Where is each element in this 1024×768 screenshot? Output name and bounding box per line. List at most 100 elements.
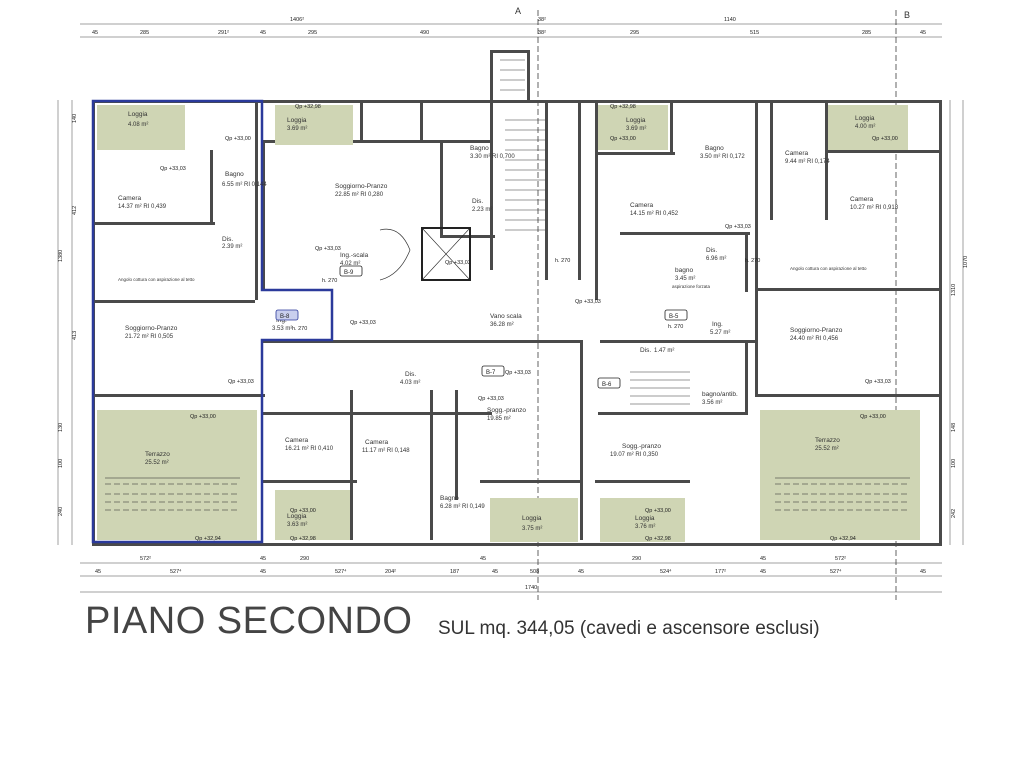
room-area-dis-2: 2.23 m² bbox=[472, 207, 492, 213]
room-area-terrazzo-w: 25.52 m² bbox=[145, 460, 169, 466]
level-mark: Qp +33,03 bbox=[350, 320, 376, 326]
room-name-loggia-s1: Loggia bbox=[287, 513, 307, 520]
room-area-ing-scala: 4.02 m² bbox=[340, 261, 360, 267]
room-name-bagno-1: Bagno bbox=[225, 171, 244, 178]
notes: Angolo cottura con aspirazione al tetto … bbox=[118, 266, 867, 289]
level-mark: Qp +33,03 bbox=[160, 166, 186, 172]
level-mark: Qp +33,03 bbox=[865, 379, 891, 385]
dim-bottom-1-2: 290 bbox=[300, 556, 309, 562]
dim-top-10: 45 bbox=[920, 30, 926, 36]
room-area-bagno-2: 3.30 m² RI 0,700 bbox=[470, 154, 515, 160]
dim-top-9: 285 bbox=[862, 30, 871, 36]
level-mark: Qp +32,98 bbox=[645, 536, 671, 542]
loggia-n2 bbox=[598, 105, 668, 150]
room-name-dis-4: Dis. bbox=[706, 247, 717, 254]
room-name-dis-3: Dis. bbox=[405, 371, 416, 378]
room-area-bagno-5: 3.45 m² bbox=[675, 276, 695, 282]
dim-top-total-left: 1406² bbox=[290, 17, 304, 23]
level-mark: Qp +32,98 bbox=[295, 104, 321, 110]
dim-left-0: 140 bbox=[72, 114, 78, 123]
dim-top-4: 295 bbox=[308, 30, 317, 36]
room-name-loggia-s3: Loggia bbox=[635, 515, 655, 522]
level-mark: Qp +33,03 bbox=[725, 224, 751, 230]
dim-top-0: 45 bbox=[92, 30, 98, 36]
room-area-sogg-b6: 19.07 m² RI 0,350 bbox=[610, 452, 659, 458]
dim-top-7: 295 bbox=[630, 30, 639, 36]
room-name-camera-ne2: Camera bbox=[850, 196, 874, 203]
room-name-bagno-3: Bagno bbox=[440, 495, 459, 502]
level-mark: Qp +33,03 bbox=[228, 379, 254, 385]
dim-bottom-2-1: 527⁴ bbox=[170, 568, 182, 575]
dim-bottom-2-2: 45 bbox=[260, 569, 266, 575]
level-mark: Qp +33,00 bbox=[872, 136, 898, 142]
level-mark: Qp +33,03 bbox=[575, 299, 601, 305]
room-name-soggiorno-e: Soggiorno-Pranzo bbox=[790, 327, 843, 334]
note-corner-aspiration: Angolo cottura con aspirazione al tetto bbox=[118, 277, 195, 282]
room-area-soggiorno-n: 22.85 m² RI 0,280 bbox=[335, 192, 384, 198]
loggia-s2 bbox=[490, 498, 578, 542]
dim-bottom-2-5: 187 bbox=[450, 569, 459, 575]
left-dimensions: 140 412 1380 413 130 100 240 bbox=[57, 100, 78, 545]
level-mark: Qp +33,03 bbox=[478, 396, 504, 402]
room-name-ing-b8: Ing. bbox=[276, 317, 287, 324]
room-name-bagno-5: bagno bbox=[675, 267, 693, 274]
loggia-nw bbox=[97, 105, 185, 150]
dim-top-1: 285 bbox=[140, 30, 149, 36]
level-mark: Qp +33,03 bbox=[315, 246, 341, 252]
room-area-loggia-n1: 3.69 m² bbox=[287, 126, 307, 132]
dim-right-0: 1070 bbox=[963, 256, 969, 268]
room-labels: Loggia 4.08 m² Loggia 3.69 m² Camera 14.… bbox=[118, 111, 899, 532]
dim-top-3: 45 bbox=[260, 30, 266, 36]
dim-bottom-1-4: 290 bbox=[632, 556, 641, 562]
terrace-w bbox=[97, 410, 257, 540]
dim-left-3: 413 bbox=[72, 331, 78, 340]
section-b-top: B bbox=[904, 10, 910, 20]
note-corner-aspiration: Angolo cottura con aspirazione al tetto bbox=[790, 266, 867, 271]
room-name-ing-scala: Ing.-scala bbox=[340, 252, 369, 259]
level-mark: Qp +33,00 bbox=[860, 414, 886, 420]
dim-bottom-total: 1740 bbox=[525, 585, 537, 591]
room-name-camera-sw: Camera bbox=[285, 437, 309, 444]
dim-top-8: 515 bbox=[750, 30, 759, 36]
level-mark: Qp +33,00 bbox=[290, 508, 316, 514]
dim-bottom-2-6: 45 bbox=[492, 569, 498, 575]
room-name-bagno-antib: bagno/antib. bbox=[702, 391, 738, 398]
room-area-camera-ne2: 10.27 m² RI 0,918 bbox=[850, 205, 899, 211]
level-mark: Qp +33,00 bbox=[190, 414, 216, 420]
outdoor-areas bbox=[97, 105, 920, 542]
room-name-loggia-s2: Loggia bbox=[522, 515, 542, 522]
level-mark: Qp +32,94 bbox=[195, 536, 221, 542]
level-mark: Qp +33,00 bbox=[225, 136, 251, 142]
dim-right-3: 100 bbox=[951, 459, 957, 468]
room-area-camera-n: 9.44 m² RI 0,174 bbox=[785, 159, 830, 165]
room-area-loggia-nw: 4.08 m² bbox=[128, 122, 148, 128]
plan-title: PIANO SECONDO bbox=[85, 600, 413, 642]
room-name-sogg-b6: Sogg.-pranzo bbox=[622, 443, 661, 450]
level-mark: Qp +32,98 bbox=[290, 536, 316, 542]
dim-bottom-2-7: 508 bbox=[530, 569, 539, 575]
room-name-camera-n: Camera bbox=[785, 150, 809, 157]
section-a-top: A bbox=[515, 6, 521, 16]
unit-tag-b6: B-6 bbox=[602, 382, 612, 388]
height-tag: h. 270 bbox=[555, 258, 570, 264]
room-name-dis-1: Dis. bbox=[222, 236, 233, 243]
interior-walls bbox=[95, 100, 939, 540]
room-area-bagno-4: 3.50 m² RI 0,172 bbox=[700, 154, 745, 160]
elevator-shaft bbox=[421, 227, 471, 281]
floor-plan: 1406² 38² 1140 45 285 291² 45 295 490 38… bbox=[57, 6, 969, 600]
unit-tag-b9: B-9 bbox=[344, 270, 354, 276]
dim-right-2: 148 bbox=[951, 423, 957, 432]
room-name-loggia-ne: Loggia bbox=[855, 115, 875, 122]
dim-bottom-2-11: 45 bbox=[760, 569, 766, 575]
stair-core bbox=[379, 59, 690, 405]
level-marks: Qp +33,03 Qp +33,00 Qp +32,98 Qp +33,03 … bbox=[160, 104, 898, 542]
room-area-ing-b8: 3.53 m² bbox=[272, 326, 292, 332]
room-name-camera-ne1: Camera bbox=[630, 202, 654, 209]
room-name-bagno-4: Bagno bbox=[705, 145, 724, 152]
room-name-terrazzo-w: Terrazzo bbox=[145, 451, 170, 458]
room-name-loggia-n2: Loggia bbox=[626, 117, 646, 124]
height-tag: h. 270 bbox=[668, 324, 683, 330]
height-tag: h. 270 bbox=[322, 278, 337, 284]
dim-bottom-2-4: 204² bbox=[385, 569, 396, 575]
room-name-dis-2: Dis. bbox=[472, 198, 483, 205]
